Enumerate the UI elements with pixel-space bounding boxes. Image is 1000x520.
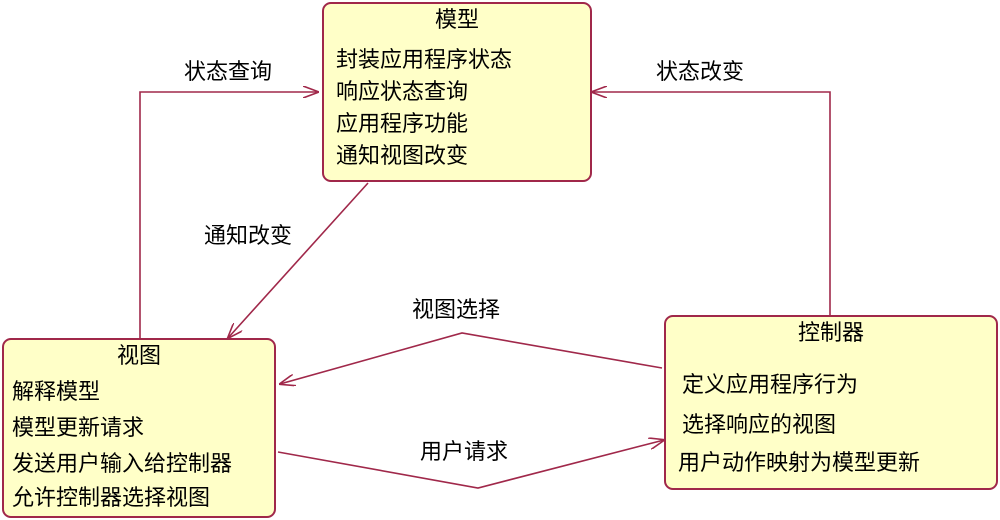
label-user-request: 用户请求 [420, 440, 509, 465]
arrow-view-select [280, 332, 663, 384]
model-line-1: 封装应用程序状态 [336, 48, 513, 73]
controller-line-2: 选择响应的视图 [682, 413, 837, 438]
model-title: 模型 [434, 8, 479, 33]
model-line-3: 应用程序功能 [336, 112, 469, 137]
model-box: 模型 封装应用程序状态 响应状态查询 应用程序功能 通知视图改变 [322, 2, 592, 182]
label-notify-change: 通知改变 [204, 224, 293, 249]
label-state-change: 状态改变 [656, 60, 745, 85]
view-box: 视图 解释模型 模型更新请求 发送用户输入给控制器 允许控制器选择视图 [2, 338, 276, 518]
model-line-4: 通知视图改变 [336, 144, 469, 169]
view-line-4: 允许控制器选择视图 [12, 486, 211, 511]
view-line-2: 模型更新请求 [12, 416, 145, 441]
label-state-query: 状态查询 [184, 60, 273, 85]
controller-box: 控制器 定义应用程序行为 选择响应的视图 用户动作映射为模型更新 [664, 315, 998, 490]
model-line-2: 响应状态查询 [336, 80, 469, 105]
controller-title: 控制器 [797, 321, 864, 346]
label-view-select: 视图选择 [412, 298, 501, 323]
arrow-notify-change [228, 182, 369, 338]
arrow-user-request [277, 440, 664, 489]
controller-line-3: 用户动作映射为模型更新 [678, 451, 921, 476]
arrow-state-change [592, 92, 831, 315]
view-line-1: 解释模型 [12, 380, 101, 405]
view-title: 视图 [116, 344, 161, 369]
view-line-3: 发送用户输入给控制器 [12, 452, 233, 477]
controller-line-1: 定义应用程序行为 [682, 373, 859, 398]
arrow-state-query [139, 92, 318, 338]
